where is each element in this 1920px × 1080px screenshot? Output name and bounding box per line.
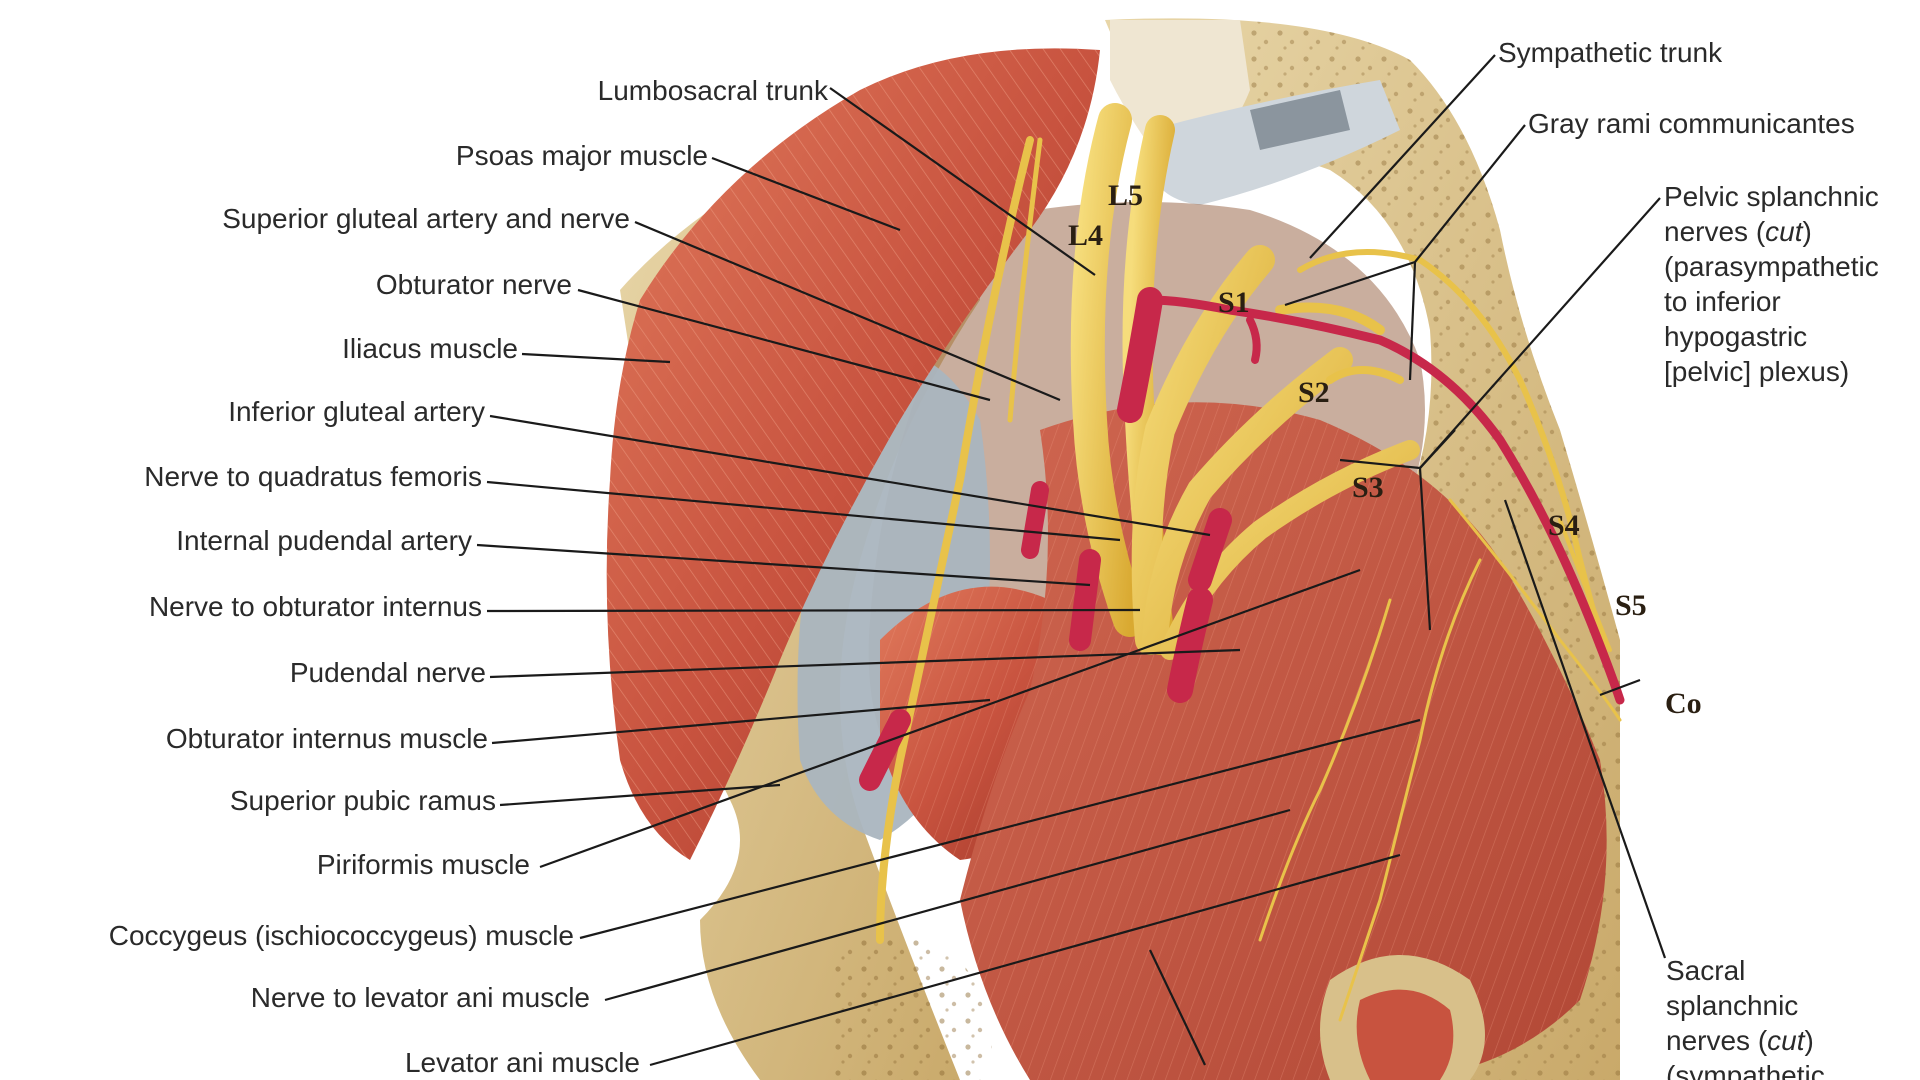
segment-label-s2: S2: [1298, 376, 1330, 409]
svg-text:splanchnic: splanchnic: [1666, 990, 1798, 1021]
label-pelvic-splanchnic-nerves: Pelvic splanchnic nerves (cut) (parasymp…: [1664, 181, 1879, 387]
label-superior-gluteal-artery-and-nerve: Superior gluteal artery and nerve: [222, 203, 630, 234]
label-superior-pubic-ramus: Superior pubic ramus: [230, 785, 496, 816]
label-pudendal-nerve: Pudendal nerve: [290, 657, 486, 688]
label-obturator-internus-muscle: Obturator internus muscle: [166, 723, 488, 754]
left-leader-lines: [476, 87, 1421, 1067]
label-iliacus-muscle: Iliacus muscle: [342, 333, 518, 364]
svg-text:(parasympathetic: (parasympathetic: [1664, 251, 1879, 282]
svg-text:[pelvic] plexus): [pelvic] plexus): [1664, 356, 1849, 387]
segment-label-s3: S3: [1352, 471, 1384, 504]
svg-text:to inferior: to inferior: [1664, 286, 1781, 317]
label-nerve-to-quadratus-femoris: Nerve to quadratus femoris: [144, 461, 482, 492]
right-leader-lines: [1284, 54, 1667, 959]
label-piriformis-muscle: Piriformis muscle: [317, 849, 530, 880]
segment-label-s1: S1: [1218, 286, 1250, 319]
label-psoas-major-muscle: Psoas major muscle: [456, 140, 708, 171]
label-nerve-to-obturator-internus: Nerve to obturator internus: [149, 591, 482, 622]
label-inferior-gluteal-artery: Inferior gluteal artery: [228, 396, 485, 427]
svg-text:nerves (cut): nerves (cut): [1666, 1025, 1814, 1056]
label-sacral-splanchnic-nerves: Sacral splanchnic nerves (cut) (sympathe…: [1666, 955, 1825, 1080]
segment-labels: L5 L4 S1 S2 S3 S4 S5 Co: [1068, 179, 1702, 720]
segment-label-l4: L4: [1068, 219, 1103, 252]
psoas-iliacus-muscle: [606, 48, 1100, 861]
right-labels: Sympathetic trunk Gray rami communicante…: [1498, 37, 1879, 1080]
label-coccygeus-muscle: Coccygeus (ischiococcygeus) muscle: [109, 920, 574, 951]
label-sympathetic-trunk: Sympathetic trunk: [1498, 37, 1723, 68]
svg-text:(sympathetic: (sympathetic: [1666, 1060, 1825, 1080]
svg-text:nerves (cut): nerves (cut): [1664, 216, 1812, 247]
svg-text:hypogastric: hypogastric: [1664, 321, 1807, 352]
label-obturator-nerve: Obturator nerve: [376, 269, 572, 300]
label-levator-ani-muscle: Levator ani muscle: [405, 1047, 640, 1078]
label-nerve-to-levator-ani-muscle: Nerve to levator ani muscle: [251, 982, 590, 1013]
segment-label-co: Co: [1665, 687, 1702, 720]
label-internal-pudendal-artery: Internal pudendal artery: [176, 525, 472, 556]
label-lumbosacral-trunk: Lumbosacral trunk: [598, 75, 829, 106]
segment-label-s5: S5: [1615, 589, 1647, 622]
segment-label-s4: S4: [1548, 509, 1580, 542]
label-gray-rami-communicantes: Gray rami communicantes: [1528, 108, 1855, 139]
left-labels: Lumbosacral trunk Psoas major muscle Sup…: [109, 75, 829, 1078]
svg-text:Sacral: Sacral: [1666, 955, 1745, 986]
segment-label-l5: L5: [1108, 179, 1143, 212]
arteries: [859, 287, 1625, 791]
svg-text:Pelvic splanchnic: Pelvic splanchnic: [1664, 181, 1879, 212]
